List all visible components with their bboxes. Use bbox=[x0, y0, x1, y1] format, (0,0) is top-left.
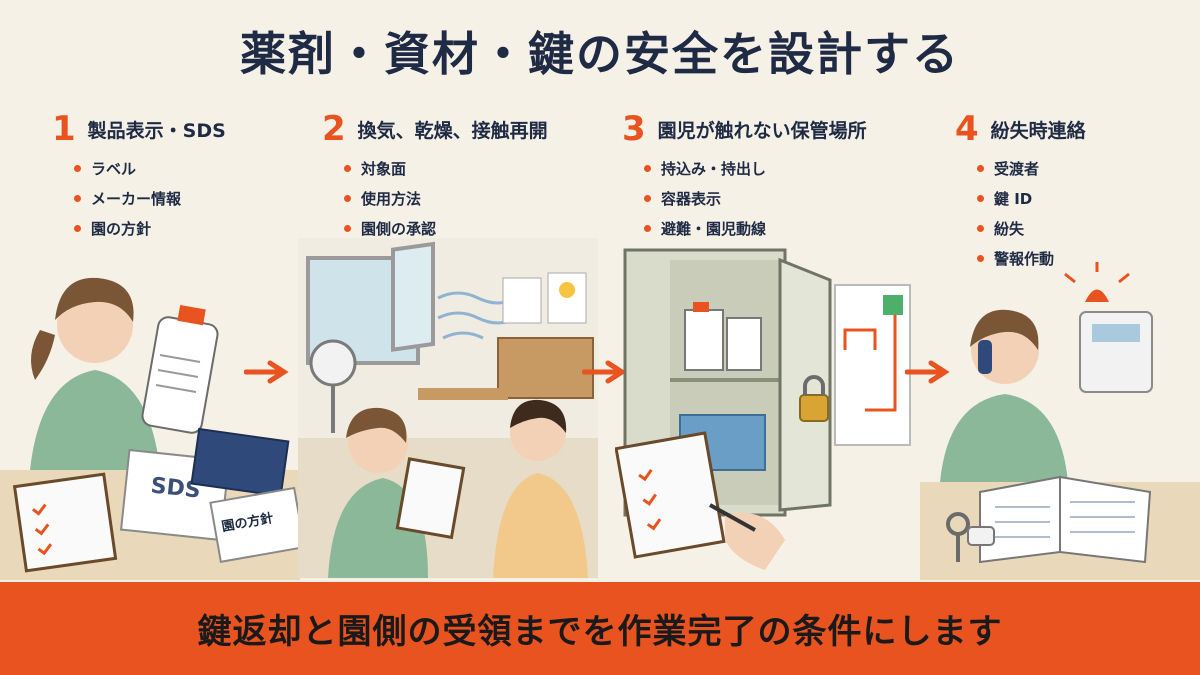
step-1: 1 製品表示・SDS ラベル メーカー情報 園の方針 bbox=[52, 112, 332, 248]
person-uniform bbox=[940, 394, 1068, 482]
list-item: 園の方針 bbox=[74, 218, 332, 239]
step-3: 3 園児が触れない保管場所 持込み・持出し 容器表示 避難・園児動線 bbox=[622, 112, 902, 248]
list-item: 対象面 bbox=[344, 158, 602, 179]
bullet-icon bbox=[74, 195, 81, 202]
bullet-icon bbox=[977, 225, 984, 232]
list-item: 避難・園児動線 bbox=[644, 218, 902, 239]
staff-apron bbox=[493, 473, 588, 578]
step-number: 3 bbox=[622, 109, 646, 149]
conclusion-banner: 鍵返却と園側の受領までを作業完了の条件にします bbox=[0, 582, 1200, 675]
banner-text: 鍵返却と園側の受領までを作業完了の条件にします bbox=[197, 612, 1003, 652]
key-tag bbox=[967, 526, 995, 546]
step-number: 2 bbox=[322, 109, 346, 149]
list-item: ラベル bbox=[74, 158, 332, 179]
step-label: 紛失時連絡 bbox=[990, 119, 1086, 142]
bullet-icon bbox=[344, 225, 351, 232]
bottle-icon bbox=[141, 316, 219, 434]
list-item: メーカー情報 bbox=[74, 188, 332, 209]
log-book bbox=[979, 475, 1061, 564]
list-item: 受渡者 bbox=[977, 158, 1185, 179]
arrow-right-icon bbox=[244, 360, 289, 384]
person-uniform bbox=[30, 370, 160, 470]
exit-sign-icon bbox=[883, 295, 903, 315]
route-arrow bbox=[843, 310, 897, 412]
step-number: 1 bbox=[52, 109, 76, 149]
table bbox=[418, 388, 508, 400]
bullet-icon bbox=[344, 195, 351, 202]
arrow-right-icon bbox=[905, 360, 950, 384]
bullet-icon bbox=[644, 225, 651, 232]
person-hair bbox=[55, 277, 134, 322]
bullet-icon bbox=[644, 165, 651, 172]
list-item: 園側の承認 bbox=[344, 218, 602, 239]
step-label: 換気、乾燥、接触再開 bbox=[357, 119, 548, 142]
padlock-icon bbox=[799, 394, 829, 422]
pen-icon bbox=[709, 503, 756, 532]
bullet-icon bbox=[977, 195, 984, 202]
chemical-bottle-icon bbox=[684, 309, 724, 371]
alarm-light-icon bbox=[1085, 289, 1109, 302]
phone-icon bbox=[978, 340, 992, 374]
list-item: 使用方法 bbox=[344, 188, 602, 209]
bullet-icon bbox=[977, 255, 984, 262]
bullet-icon bbox=[74, 225, 81, 232]
drawing-flower bbox=[502, 277, 542, 324]
checklist-icon bbox=[615, 431, 726, 559]
chemical-jug-icon bbox=[726, 317, 762, 371]
step-label: 製品表示・SDS bbox=[87, 119, 226, 142]
illustration-product-label: SDS 園の方針 bbox=[0, 277, 300, 580]
illustration-ventilation bbox=[298, 238, 598, 578]
illustration-storage bbox=[615, 248, 911, 570]
bullet-icon bbox=[977, 165, 984, 172]
step-4: 4 紛失時連絡 受渡者 鍵 ID 紛失 警報作動 bbox=[955, 112, 1185, 278]
shelf bbox=[497, 337, 594, 399]
list-item: 持込み・持出し bbox=[644, 158, 902, 179]
step-label: 園児が触れない保管場所 bbox=[657, 119, 867, 142]
bullet-icon bbox=[344, 165, 351, 172]
list-item: 警報作動 bbox=[977, 248, 1185, 269]
illustration-loss-report bbox=[920, 262, 1200, 580]
step-2: 2 換気、乾燥、接触再開 対象面 使用方法 園側の承認 bbox=[322, 112, 602, 248]
bullet-icon bbox=[644, 195, 651, 202]
clipboard-icon bbox=[395, 457, 466, 540]
page-title: 薬剤・資材・鍵の安全を設計する bbox=[240, 27, 960, 81]
step-number: 4 bbox=[955, 109, 979, 149]
clipboard-icon bbox=[12, 472, 118, 573]
list-item: 容器表示 bbox=[644, 188, 902, 209]
arrow-right-icon bbox=[582, 360, 627, 384]
hand bbox=[725, 512, 785, 570]
list-item: 鍵 ID bbox=[977, 188, 1185, 209]
bullet-icon bbox=[74, 165, 81, 172]
fan-icon bbox=[309, 339, 357, 387]
book-icon bbox=[190, 427, 290, 498]
list-item: 紛失 bbox=[977, 218, 1185, 239]
